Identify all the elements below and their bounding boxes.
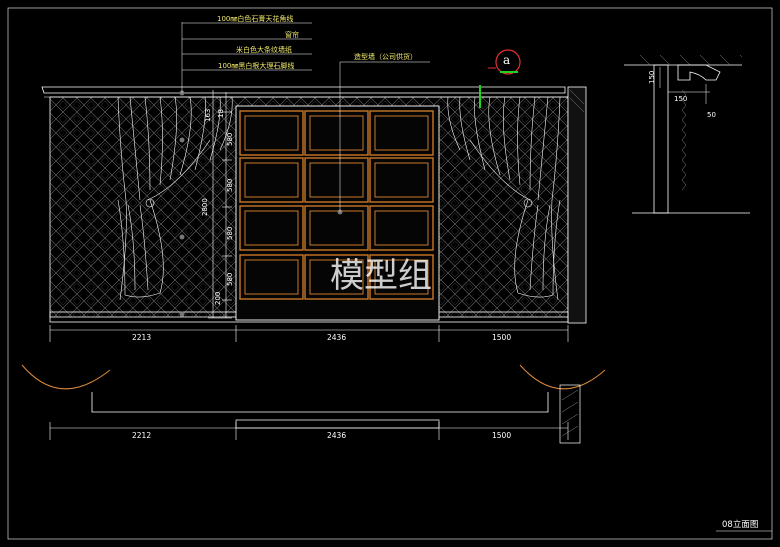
elevation-dim-center: 2436 [327, 333, 346, 342]
vdim-580-c: 580 [226, 227, 234, 240]
section-marker: a [479, 49, 521, 108]
vdim-200: 200 [214, 292, 222, 305]
detail-dim-height: 150 [648, 71, 656, 84]
vdim-580-d: 580 [226, 273, 234, 286]
section-bubble-label: a [503, 53, 510, 67]
panel-frame-r3-c2 [304, 205, 369, 251]
annotation-leaders [181, 22, 430, 212]
section-bubble-circle [495, 49, 521, 75]
panel-inset-r3-c2 [309, 210, 364, 246]
detail-dim-profile: 50 [707, 111, 716, 119]
panel-inset-r1-c2 [309, 115, 364, 151]
detail-ceiling-hatch [639, 54, 743, 66]
annotation-wallpaper: 米白色大条纹墙纸 [236, 45, 292, 54]
panel-frame-r1-c1 [239, 110, 304, 156]
plan-left-arc [21, 364, 111, 390]
detail-wall [653, 64, 669, 214]
plan-panel-line [235, 419, 440, 429]
feature-wall-panel [235, 105, 440, 321]
panel-frame-r2-c3 [369, 157, 434, 203]
plan-dim-left: 2212 [132, 431, 151, 440]
annotation-curtain: 窗帘 [285, 30, 299, 39]
panel-inset-r4-c1 [244, 259, 299, 295]
detail-dim-width: 150 [674, 95, 687, 103]
left-curtain [117, 96, 233, 301]
elevation-view: 2213 2436 1500 163 18 580 580 2800 580 5… [41, 86, 587, 342]
vdim-580-b: 580 [226, 179, 234, 192]
plan-wall-line [91, 392, 549, 413]
vdim-18: 18 [217, 109, 225, 118]
panel-frame-r2-c2 [304, 157, 369, 203]
panel-frame-r4-c2 [304, 254, 369, 300]
vdim-580-a: 580 [226, 133, 234, 146]
plan-dim-right: 1500 [492, 431, 511, 440]
panel-frame-r3-c1 [239, 205, 304, 251]
panel-inset-r2-c1 [244, 162, 299, 198]
vdim-163: 163 [204, 109, 212, 122]
plan-dim-center: 2436 [327, 431, 346, 440]
pillar-hatch [569, 89, 585, 113]
drawing-title: 08立面图 [722, 519, 758, 530]
panel-inset-r4-c3 [374, 259, 429, 295]
panel-inset-r3-c3 [374, 210, 429, 246]
elevation-dim-right: 1500 [492, 333, 511, 342]
elevation-dim-left: 2213 [132, 333, 151, 342]
cornice-section-detail: 150 150 50 [624, 54, 750, 214]
panel-inset-r1-c3 [374, 115, 429, 151]
plan-view: 2212 2436 1500 [21, 364, 606, 444]
annotation-ceiling-cornice: 100㎜白色石膏天花角线 [217, 14, 293, 23]
panel-inset-r2-c3 [374, 162, 429, 198]
panel-frame-r1-c2 [304, 110, 369, 156]
plan-pillar-hatch [561, 389, 579, 437]
drawing-frame [7, 7, 773, 540]
elevation-dimension-line [49, 325, 569, 342]
panel-inset-r4-c2 [309, 259, 364, 295]
right-curtain [447, 96, 561, 301]
panel-inset-r3-c1 [244, 210, 299, 246]
right-wall-pillar [567, 86, 587, 324]
panel-inset-r1-c1 [244, 115, 299, 151]
vdim-2800: 2800 [201, 198, 209, 216]
feature-wall-panel-grid [239, 110, 434, 300]
panel-frame-r4-c3 [369, 254, 434, 300]
vertical-dimension-lines [208, 90, 232, 319]
ceiling-cornice-line [41, 86, 566, 94]
panel-frame-r1-c3 [369, 110, 434, 156]
annotation-feature-wall: 造型墙（公司供货） [354, 52, 417, 61]
plan-right-pillar [559, 384, 581, 444]
panel-inset-r2-c2 [309, 162, 364, 198]
panel-frame-r3-c3 [369, 205, 434, 251]
watermark: 模型组 [330, 256, 432, 296]
plan-right-arc [519, 364, 606, 390]
leader-dots [179, 90, 343, 317]
detail-wall-hatch [681, 89, 687, 191]
detail-cornice-profile [677, 64, 721, 81]
plan-dimension-line [49, 422, 569, 440]
annotation-skirting: 100㎜黑白根大理石脚线 [218, 61, 294, 70]
panel-frame-r2-c1 [239, 157, 304, 203]
panel-frame-r4-c1 [239, 254, 304, 300]
